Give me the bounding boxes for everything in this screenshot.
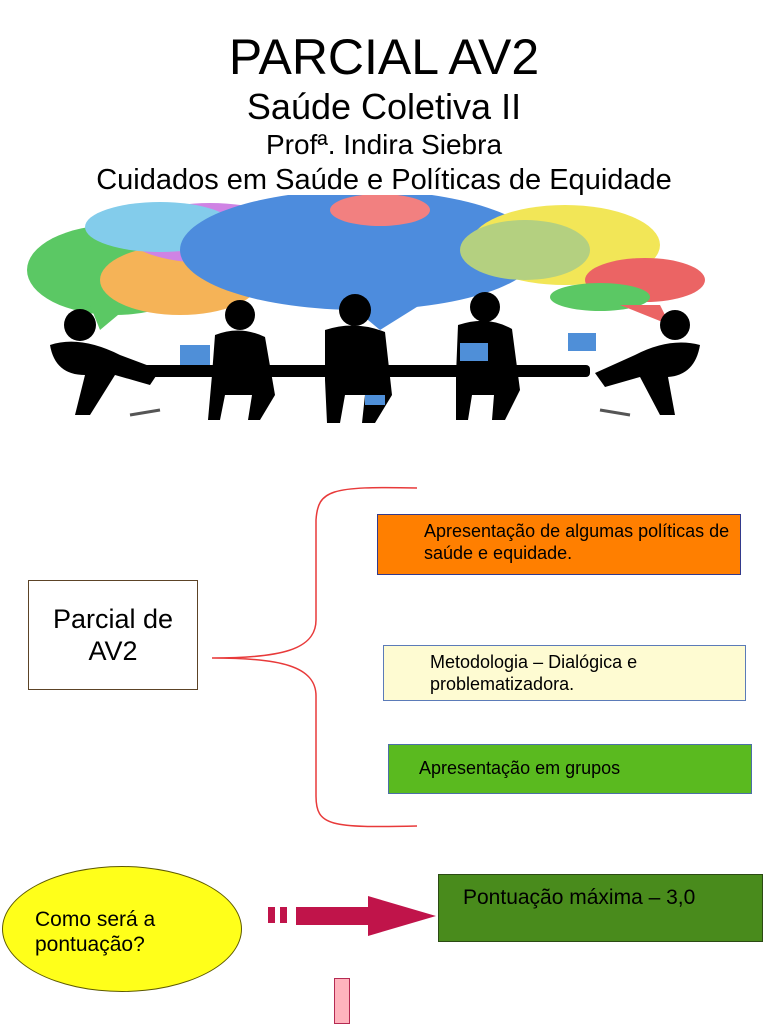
laptops	[180, 333, 596, 405]
parcial-av2-label: Parcial de AV2	[52, 604, 174, 666]
item-policies-text: Apresentação de algumas políticas de saú…	[424, 521, 730, 563]
item-policies-presentation: Apresentação de algumas políticas de saú…	[377, 514, 741, 575]
right-arrow-icon	[268, 896, 436, 936]
max-score-box: Pontuação máxima – 3,0	[438, 874, 763, 942]
meeting-speech-bubbles-illustration	[27, 195, 705, 423]
parcial-av2-box: Parcial de AV2	[28, 580, 198, 690]
teacher-name: Profª. Indira Siebra	[265, 129, 503, 160]
course-subtitle: Saúde Coletiva II	[246, 86, 522, 127]
topic-heading: Cuidados em Saúde e Políticas de Equidad…	[96, 164, 672, 196]
curly-brace	[211, 486, 418, 828]
speech-bubbles	[27, 195, 705, 330]
scoring-question-ellipse: Como será a pontuação?	[2, 866, 242, 992]
item-group-presentation: Apresentação em grupos	[388, 744, 752, 794]
down-arrow-stem	[334, 978, 350, 1024]
item-methodology-text: Metodologia – Dialógica e problematizado…	[430, 652, 638, 694]
page-title: PARCIAL AV2	[228, 29, 540, 85]
people-silhouettes	[50, 292, 700, 423]
max-score-text: Pontuação máxima – 3,0	[463, 886, 696, 909]
item-methodology: Metodologia – Dialógica e problematizado…	[383, 645, 746, 701]
scoring-question-text: Como será a pontuação?	[35, 908, 156, 956]
item-group-text: Apresentação em grupos	[419, 758, 621, 778]
